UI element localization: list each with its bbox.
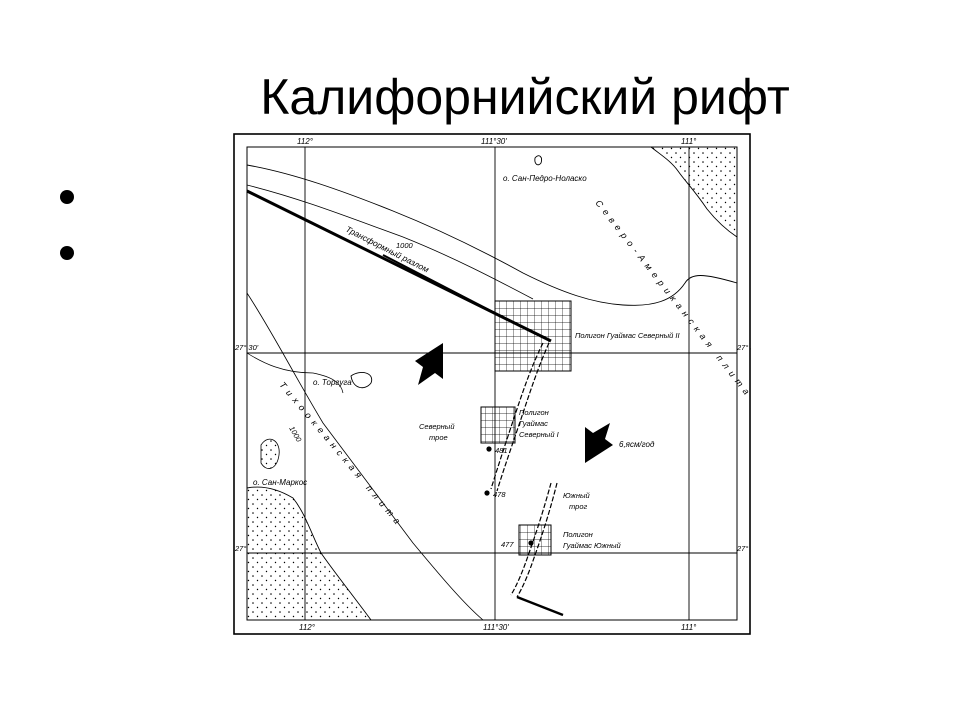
gulf-of-california-map: 112° 111°30' 111° 112° 111°30' 111° 27° … [233,133,751,635]
transform-fault-line-2 [382,254,496,314]
southern-trough-axis-2 [516,482,558,598]
label-island-tortuga: о. Торгуга [313,378,352,387]
coord-top-112: 112° [297,137,314,146]
coord-left-27-30: 27° 30' [234,343,259,352]
coord-bottom-111: 111° [681,623,697,632]
label-island-san-pedro: о. Сан-Педро-Ноласко [503,174,587,183]
label-south-trough-l2: трог [569,502,588,511]
label-polygon-north-1-l3: Северный I [519,430,559,439]
label-north-trough-l2: трое [429,433,448,442]
isobath-1000-south [246,292,484,621]
pacific-plate-motion-arrow [415,343,443,385]
label-site-477: 477 [501,540,514,549]
coord-right-27: 27° [736,544,748,553]
label-isobath-top: 1000 [396,241,414,250]
map-frame-inner [246,146,738,621]
site-477-marker [528,540,534,546]
site-481-marker [486,446,492,452]
northern-trough-axis-2 [496,342,550,492]
coastline-north [246,164,738,306]
coord-bottom-112: 112° [299,623,316,632]
northern-trough-axis [490,342,544,490]
label-polygon-north-1-l2: Гуаймас [519,419,548,428]
bullet-point-2 [60,246,74,260]
coord-top-111: 111° [681,137,697,146]
label-site-478: 478 [493,490,506,499]
coord-right-27-30: 27° 30' [736,343,751,352]
land-mainland-ne [649,146,738,238]
bullet-point-1 [60,190,74,204]
label-rate: 6,ясм/год [619,440,655,449]
survey-polygon-north-1 [480,406,516,444]
coord-left-27: 27° [234,544,246,553]
coastline-west [246,352,344,394]
site-478-marker [484,490,490,496]
island-tortuga-shape [350,372,373,389]
label-north-trough-l1: Северный [419,422,455,431]
label-south-trough-l1: Южный [563,491,590,500]
slide-title: Калифорнийский рифт [260,69,790,125]
label-polygon-north-1-l1: Полигон [519,408,549,417]
north-american-plate-motion-arrow [585,423,613,463]
survey-polygon-south [518,524,552,556]
land-baja-sw [246,486,372,621]
coord-top-111-30: 111°30' [481,137,507,146]
label-polygon-south-l2: Гуаймас Южный [563,541,621,550]
southern-transform-segment [516,595,564,617]
southern-trough-axis [510,482,552,596]
label-site-481: 481 [495,446,508,455]
island-san-marcos-shape [260,438,280,469]
island-san-pedro-shape [534,155,542,166]
label-polygon-south-l1: Полигон [563,530,593,539]
label-island-san-marcos: о. Сан-Маркос [253,478,307,487]
coord-bottom-111-30: 111°30' [483,623,509,632]
survey-polygon-north-2 [494,300,572,372]
isobath-1000-north [246,184,534,300]
label-polygon-north-2: Полигон Гуаймас Северный II [575,331,680,340]
